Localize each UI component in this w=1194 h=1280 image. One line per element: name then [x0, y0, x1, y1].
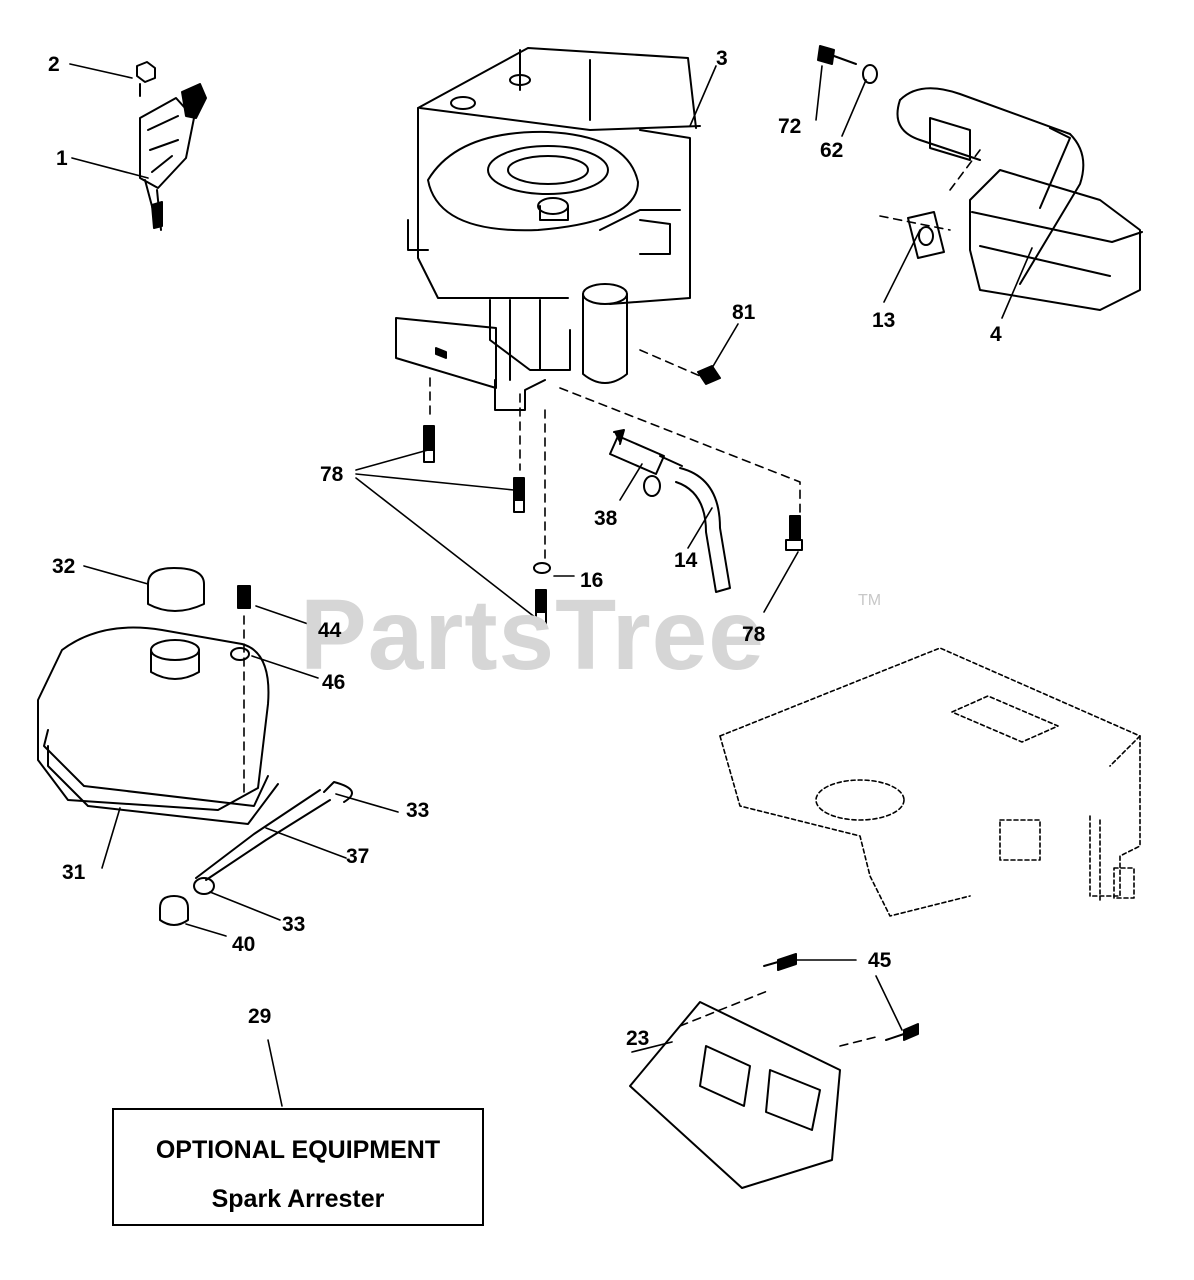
callout-13: 13: [872, 309, 896, 332]
callout-29: 29: [248, 1005, 272, 1028]
callout-32: 32: [52, 555, 76, 578]
leader-lines: [69, 63, 1033, 1107]
fuel-filter-part: [609, 365, 731, 593]
callout-3: 3: [716, 47, 728, 70]
callout-38: 38: [594, 507, 618, 530]
callout-2: 2: [48, 53, 60, 76]
callout-78: 78: [320, 463, 344, 486]
mounting-plate-part: [719, 647, 1141, 917]
callout-16: 16: [580, 569, 604, 592]
callout-37: 37: [346, 845, 370, 868]
optional-equipment-box: OPTIONAL EQUIPMENT Spark Arrester: [112, 1108, 484, 1226]
optional-equipment-title: OPTIONAL EQUIPMENT: [155, 1136, 441, 1164]
callout-78-lower: 78: [742, 623, 766, 646]
callout-72: 72: [778, 115, 802, 138]
spark-arrester-label: Spark Arrester: [211, 1185, 385, 1213]
callout-46: 46: [322, 671, 346, 694]
muffler-part: [817, 45, 1143, 311]
fuel-line-part: [159, 781, 353, 926]
engine-part: [395, 47, 701, 411]
bolts-part: [423, 425, 803, 625]
watermark: PartsTree: [300, 579, 765, 691]
trademark-symbol: TM: [858, 592, 882, 609]
callout-33-lower: 33: [282, 913, 306, 936]
heat-shield-part: [629, 953, 919, 1189]
callout-31: 31: [62, 861, 86, 884]
callout-44: 44: [318, 619, 342, 642]
callout-4: 4: [990, 323, 1002, 346]
callout-62: 62: [820, 139, 844, 162]
callout-14: 14: [674, 549, 698, 572]
callout-40: 40: [232, 933, 256, 956]
callout-81: 81: [732, 301, 756, 324]
fuel-tank-part: [37, 567, 279, 825]
callout-1: 1: [56, 147, 68, 170]
callout-33-upper: 33: [406, 799, 430, 822]
throttle-control-part: [136, 61, 207, 231]
callout-45: 45: [868, 949, 892, 972]
callout-23: 23: [626, 1027, 650, 1050]
